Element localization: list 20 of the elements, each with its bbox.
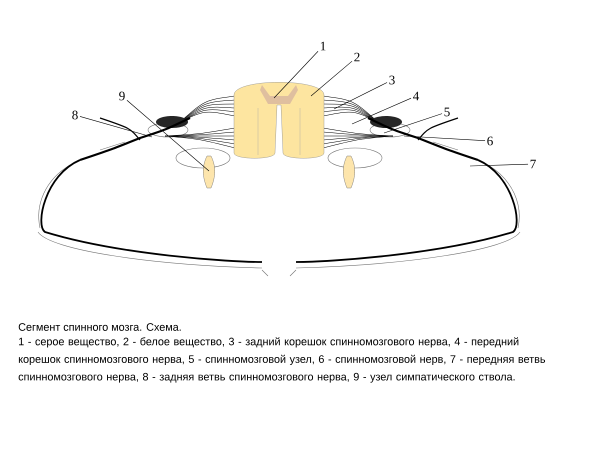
caption-text: 1 - серое вещество, 2 - белое вещество, 3 - задний корешок спинномозгового нерва, 4 - передний корешок спинномозгового нерва, 5 - спинномозговой узел, 6 - спинномозговой нерв, 7 - передняя ветвь спинномозгового нерва, 8 - задняя ветвь спинномозгового нерва, 9 - узел симпатического ствола. (18, 337, 546, 383)
leader-line (334, 82, 388, 110)
leader-line (384, 113, 442, 134)
leader-line (404, 136, 486, 142)
leader-line (126, 100, 210, 172)
callout-number: 5 (444, 108, 450, 116)
leader-line (310, 60, 352, 96)
callout-number: 8 (72, 110, 78, 120)
callout-number: 9 (119, 92, 125, 100)
callout-number: 1 (320, 42, 326, 50)
leader-line (274, 50, 318, 98)
caption-title: Сегмент спинного мозга. Схема. (18, 323, 181, 331)
leader-line (80, 116, 152, 138)
callout-number: 7 (530, 160, 536, 168)
leader-line (470, 164, 528, 166)
callout-number: 4 (413, 92, 420, 100)
callout-number: 3 (389, 76, 395, 84)
callout-number: 6 (487, 136, 493, 146)
callout-number: 2 (354, 52, 360, 62)
leader-line (352, 98, 412, 124)
